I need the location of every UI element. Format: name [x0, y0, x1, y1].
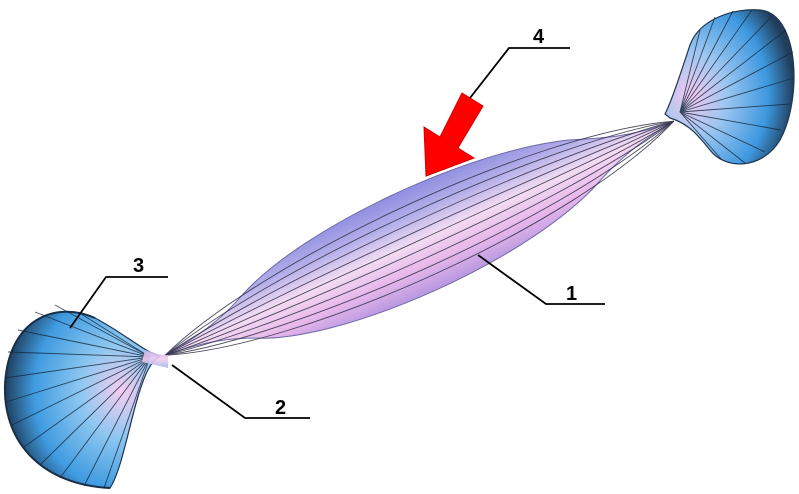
label-4: 4 — [533, 26, 545, 48]
leader-line-3 — [69, 276, 168, 329]
label-2: 2 — [275, 397, 286, 419]
right-funnel-surface — [664, 9, 795, 165]
label-1: 1 — [566, 283, 577, 305]
leader-line-2 — [171, 364, 310, 419]
leader-lines — [69, 47, 605, 419]
leader-line-4 — [469, 47, 570, 99]
gore-lines — [164, 120, 675, 356]
ellipsoid-body — [164, 120, 675, 356]
right-funnel-ribs — [679, 9, 795, 164]
label-3: 3 — [133, 255, 144, 277]
load-arrow — [423, 92, 484, 177]
left-funnel-surface — [4, 311, 162, 489]
left-funnel-rim — [3, 310, 111, 489]
left-flared-end — [3, 304, 168, 489]
left-neck — [142, 350, 168, 368]
right-flared-end — [664, 9, 795, 165]
left-funnel-ribs — [4, 304, 151, 489]
leader-line-1 — [477, 254, 605, 305]
red-arrow-icon — [423, 92, 484, 177]
